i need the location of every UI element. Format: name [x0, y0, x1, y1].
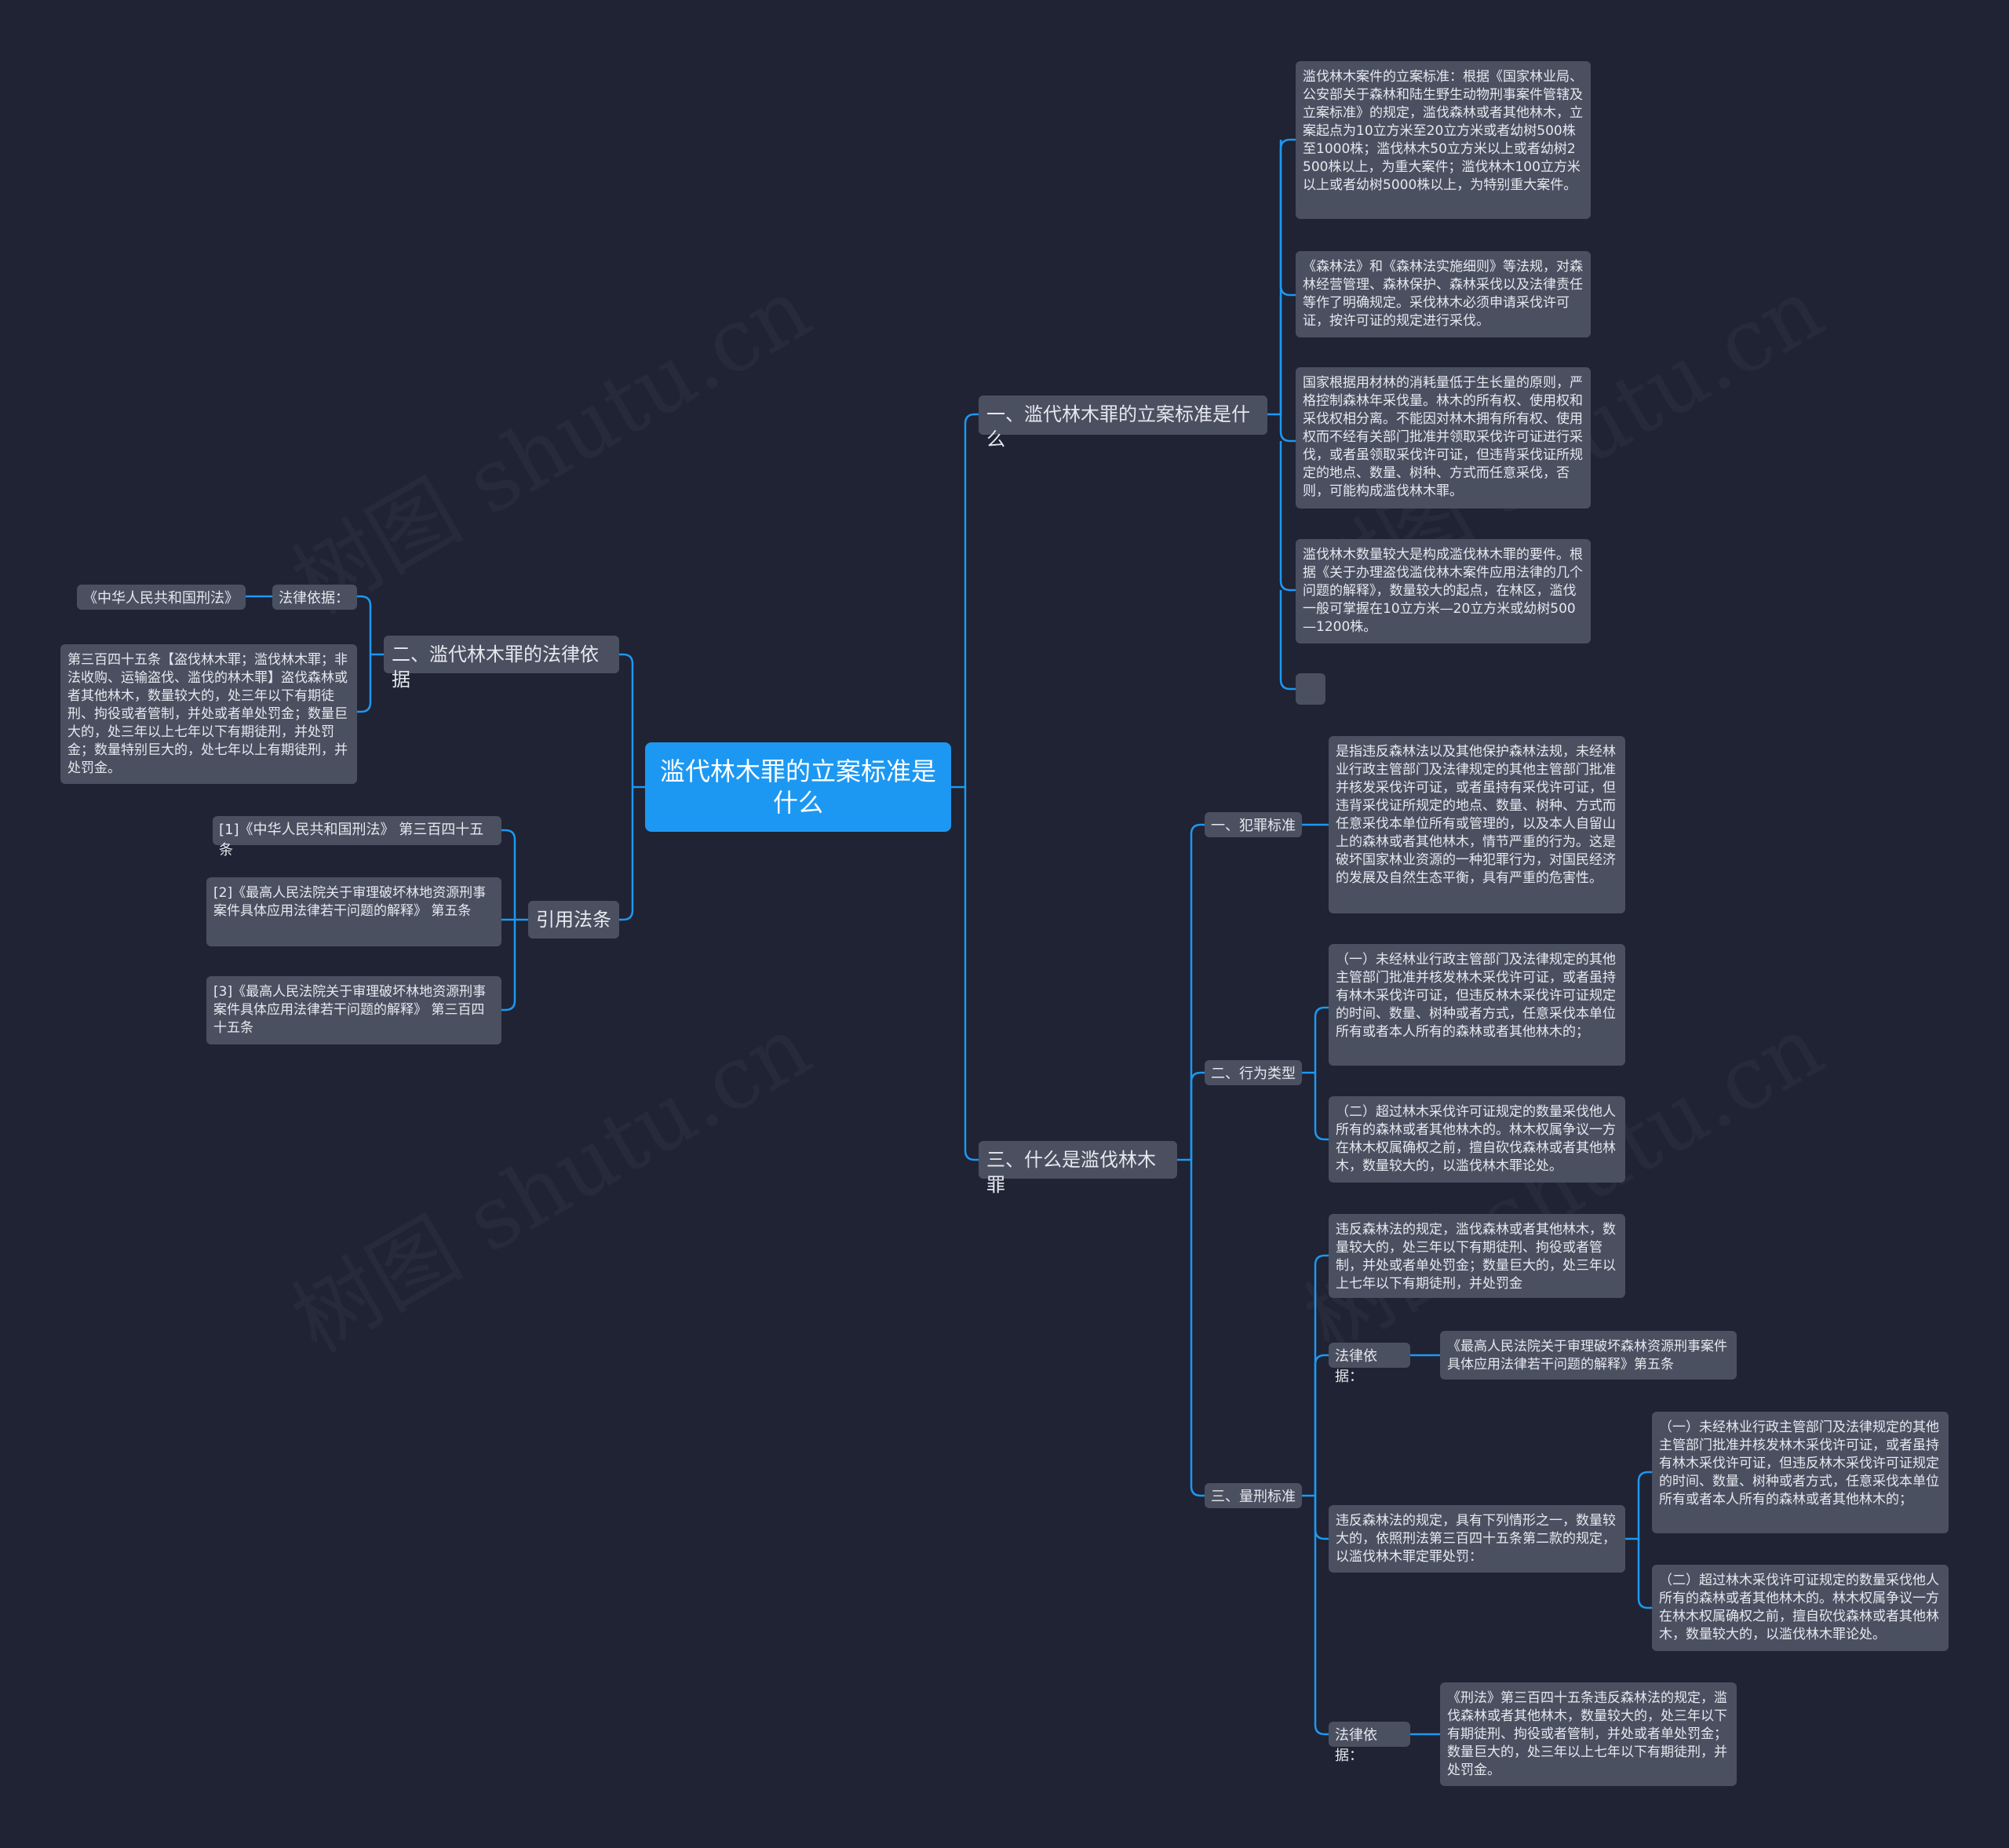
crime-standard-text[interactable]: 是指违反森林法以及其他保护森林法规，未经林业行政主管部门及法律规定的其他主管部门… — [1329, 736, 1625, 913]
connector — [1302, 1254, 1329, 1497]
connector — [501, 920, 516, 1011]
central-topic[interactable]: 滥代林木罪的立案标准是什么 — [645, 742, 951, 832]
sentencing-label[interactable]: 三、量刑标准 — [1205, 1483, 1302, 1508]
connector — [1314, 1073, 1329, 1141]
connector — [1177, 823, 1205, 1161]
connector — [1302, 1006, 1329, 1074]
quantity-requirement-detail[interactable]: 滥伐林木数量较大是构成滥伐林木罪的要件。根据《关于办理盗伐滥伐林木案件应用法律的… — [1296, 539, 1591, 643]
forest-law-detail[interactable]: 《森林法》和《森林法实施细则》等法规，对森林经营管理、森林保护、森林采伐以及法律… — [1296, 251, 1591, 337]
crime-standard-label[interactable]: 一、犯罪标准 — [1205, 812, 1302, 837]
sentencing-condition-item[interactable]: （二）超过林木采伐许可证规定的数量采伐他人所有的森林或者其他林木的。林木权属争议… — [1652, 1565, 1949, 1651]
connector — [1637, 1539, 1652, 1609]
cited-law-item[interactable]: [3]《最高人民法院关于审理破坏林地资源刑事案件具体应用法律若干问题的解释》 第… — [206, 976, 501, 1044]
article-345-text[interactable]: 第三百四十五条【盗伐林木罪；滥伐林木罪；非法收购、运输盗伐、滥伐的林木罪】盗伐森… — [60, 644, 357, 784]
branch-cited-laws[interactable]: 引用法条 — [528, 901, 619, 939]
connector — [1279, 590, 1296, 691]
connector — [1625, 1471, 1652, 1540]
connector — [1314, 1354, 1329, 1496]
cited-law-item[interactable]: [2]《最高人民法院关于审理破坏林地资源刑事案件具体应用法律若干问题的解释》 第… — [206, 877, 501, 946]
legal-basis-label[interactable]: 法律依据： — [272, 585, 357, 610]
connector — [1190, 1071, 1205, 1160]
behavior-type-item[interactable]: （二）超过林木采伐许可证规定的数量采伐他人所有的森林或者其他林木的。林木权属争议… — [1329, 1096, 1625, 1183]
connector — [951, 413, 979, 789]
sentencing-condition-item[interactable]: （一）未经林业行政主管部门及法律规定的其他主管部门批准并核发林木采伐许可证，或者… — [1652, 1412, 1949, 1533]
legal-basis-label[interactable]: 法律依据： — [1329, 1343, 1410, 1385]
connector — [501, 829, 528, 921]
behavior-type-label[interactable]: 二、行为类型 — [1205, 1060, 1302, 1085]
sentencing-conditions[interactable]: 违反森林法的规定，具有下列情形之一，数量较大的，依照刑法第三百四十五条第二款的规… — [1329, 1505, 1625, 1573]
connector — [1314, 1496, 1329, 1736]
cited-law-item[interactable]: [1]《中华人民共和国刑法》 第三百四十五条 — [213, 816, 501, 858]
connector — [1267, 138, 1296, 416]
connector — [1279, 140, 1296, 297]
logging-control-detail[interactable]: 国家根据用材林的消耗量低于生长量的原则，严格控制森林年采伐量。林木的所有权、使用… — [1296, 367, 1591, 508]
connector — [618, 787, 634, 921]
connector — [1279, 295, 1296, 443]
filing-standard-detail[interactable]: 滥伐林木案件的立案标准：根据《国家林业局、公安部关于森林和陆生野生动物刑事案件管… — [1296, 61, 1591, 219]
branch-filing-standard[interactable]: 一、滥代林木罪的立案标准是什么 — [979, 395, 1267, 450]
connector — [618, 653, 645, 789]
branch-what-is-crime[interactable]: 三、什么是滥伐林木罪 — [979, 1141, 1177, 1196]
connector — [357, 595, 384, 656]
connector — [964, 787, 979, 1161]
criminal-law-article-text[interactable]: 《刑法》第三百四十五条违反森林法的规定，滥伐森林或者其他林木，数量较大的，处三年… — [1440, 1682, 1737, 1786]
connector — [1190, 1160, 1205, 1497]
criminal-law-reference[interactable]: 《中华人民共和国刑法》 — [77, 585, 246, 610]
connector — [357, 654, 372, 713]
sentencing-item[interactable]: 违反森林法的规定，滥伐森林或者其他林木，数量较大的，处三年以下有期徒刑、拘役或者… — [1329, 1214, 1625, 1298]
connector — [1279, 441, 1296, 592]
watermark: 树图 shutu.cn — [266, 241, 829, 638]
behavior-type-item[interactable]: （一）未经林业行政主管部门及法律规定的其他主管部门批准并核发林木采伐许可证，或者… — [1329, 944, 1625, 1066]
connector — [1314, 1496, 1329, 1540]
legal-basis-label[interactable]: 法律依据： — [1329, 1722, 1410, 1764]
empty-node[interactable] — [1296, 673, 1325, 705]
judicial-interpretation-reference[interactable]: 《最高人民法院关于审理破坏森林资源刑事案件具体应用法律若干问题的解释》第五条 — [1440, 1331, 1737, 1380]
branch-legal-basis[interactable]: 二、滥代林木罪的法律依据 — [384, 636, 619, 691]
